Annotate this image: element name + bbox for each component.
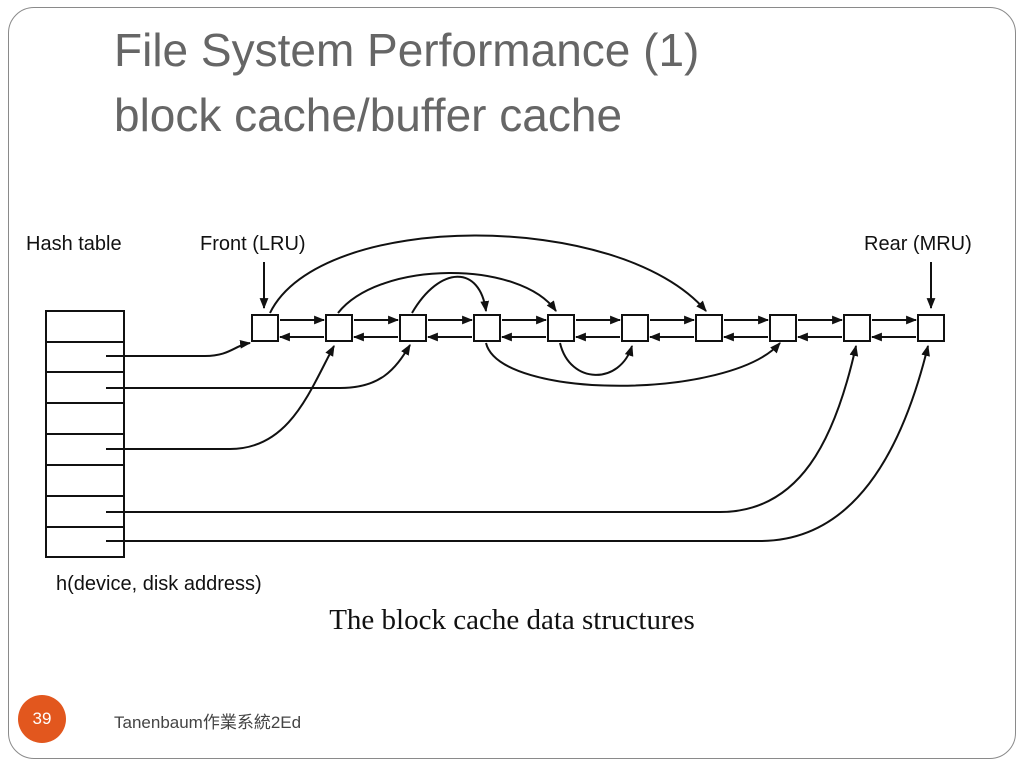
title-line-1: File System Performance (1) — [114, 24, 700, 76]
hash-table-label: Hash table — [26, 233, 122, 255]
cache-block — [325, 314, 353, 342]
page-number-badge: 39 — [18, 695, 66, 743]
cache-block — [399, 314, 427, 342]
diagram-caption: The block cache data structures — [329, 604, 695, 636]
cache-block — [251, 314, 279, 342]
cache-block — [621, 314, 649, 342]
cache-block — [769, 314, 797, 342]
cache-block — [695, 314, 723, 342]
cache-block — [917, 314, 945, 342]
hash-chain-arcs-top — [269, 234, 707, 314]
title-line-2: block cache/buffer cache — [114, 89, 623, 142]
rear-mru-label: Rear (MRU) — [864, 233, 972, 255]
hash-table — [45, 310, 125, 558]
hash-chain-arcs-bottom — [485, 342, 781, 387]
cache-block — [843, 314, 871, 342]
lru-chain — [251, 314, 945, 342]
slide-frame — [8, 7, 1016, 759]
cache-block — [473, 314, 501, 342]
lru-links — [278, 315, 918, 342]
hash-pointers — [106, 339, 930, 542]
cache-block — [547, 314, 575, 342]
hash-function-label: h(device, disk address) — [56, 573, 262, 595]
footer-text: Tanenbaum作業系統2Ed — [114, 713, 302, 732]
front-lru-label: Front (LRU) — [200, 233, 306, 255]
slide-title: File System Performance (1) block cache/… — [114, 18, 699, 149]
